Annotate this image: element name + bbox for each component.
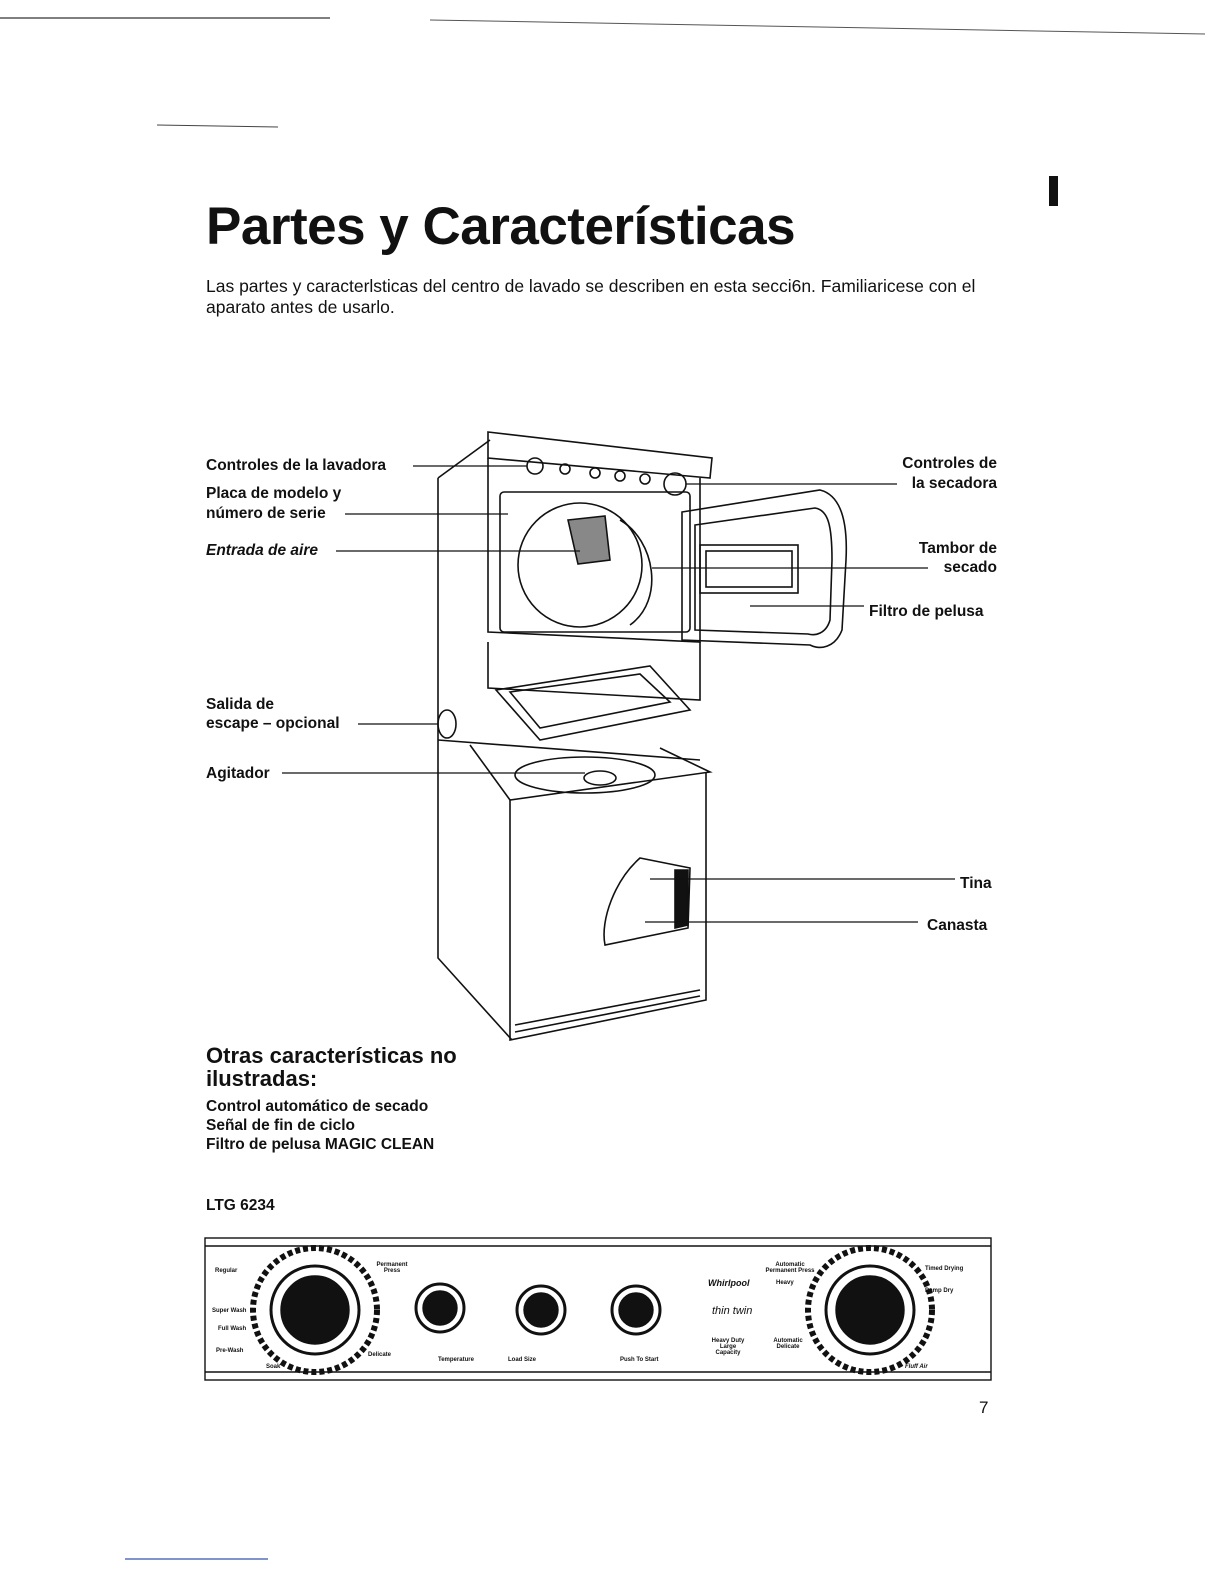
list-item: Señal de fin de ciclo	[206, 1117, 356, 1134]
label-lint-filter: Filtro de pelusa	[869, 603, 984, 620]
panel-label-heavy-duty: Heavy Duty Large Capacity	[711, 1338, 745, 1356]
panel-label-regular: Regular	[215, 1268, 238, 1274]
label-exhaust-line2: escape – opcional	[206, 715, 340, 732]
label-basket: Canasta	[927, 917, 988, 934]
panel-label-auto-permanent-press: Automatic Permanent Press	[765, 1262, 815, 1274]
other-features-list: Control automático de secado Señal de fi…	[206, 1097, 434, 1154]
washer-dryer-illustration	[437, 431, 848, 1041]
panel-label-load-size: Load Size	[508, 1357, 537, 1363]
panel-label-super-wash: Super Wash	[212, 1308, 247, 1314]
label-agitator: Agitador	[206, 765, 270, 782]
panel-label-full-wash: Full Wash	[218, 1326, 247, 1332]
leader-lines	[282, 465, 955, 923]
control-panel-drawing	[204, 1237, 992, 1381]
label-drum-line1: Tambor de	[918, 540, 997, 557]
panel-label-delicate: Delicate	[368, 1352, 392, 1358]
panel-label-damp-dry: Damp Dry	[925, 1288, 954, 1294]
page-number: 7	[979, 1398, 989, 1417]
margin-marker	[1049, 176, 1058, 206]
other-features-heading-line1: Otras características no	[206, 1043, 457, 1068]
thin-twin-logo: thin twin	[712, 1305, 753, 1317]
panel-label-permanent-press: Permanent Press	[376, 1262, 408, 1274]
panel-label-timed-drying: Timed Drying	[925, 1266, 964, 1272]
label-model-plate-line2: número de serie	[206, 505, 326, 522]
label-tub: Tina	[960, 875, 992, 892]
panel-label-temperature: Temperature	[438, 1357, 474, 1363]
panel-label-push-to-start: Push To Start	[620, 1357, 659, 1363]
label-dryer-controls-line2: la secadora	[911, 475, 997, 492]
model-number: LTG 6234	[206, 1197, 275, 1214]
label-exhaust-line1: Salida de	[206, 696, 275, 713]
label-model-plate-line1: Placa de modelo y	[206, 485, 342, 502]
list-item: Control automático de secado	[206, 1098, 429, 1115]
whirlpool-logo: Whirlpool	[708, 1278, 750, 1288]
panel-label-pre-wash: Pre-Wash	[216, 1348, 244, 1354]
panel-label-auto-delicate: Automatic Delicate	[773, 1338, 803, 1350]
label-dryer-controls-line1: Controles de	[902, 455, 997, 472]
other-features-heading: Otras características no ilustradas:	[206, 1044, 457, 1090]
panel-label-heavy: Heavy	[776, 1280, 794, 1286]
label-air-inlet: Entrada de aire	[206, 542, 318, 559]
intro-paragraph: Las partes y caracterlsticas del centro …	[206, 276, 976, 317]
list-item: Filtro de pelusa MAGIC CLEAN	[206, 1136, 435, 1153]
other-features-heading-line2: ilustradas:	[206, 1066, 318, 1091]
label-washer-controls: Controles de la lavadora	[206, 457, 387, 474]
panel-label-soak: Soak	[266, 1364, 281, 1370]
page-title: Partes y Características	[206, 197, 796, 256]
panel-label-fluff-air: Fluff Air	[905, 1364, 928, 1370]
label-drum-line2: secado	[943, 559, 997, 576]
